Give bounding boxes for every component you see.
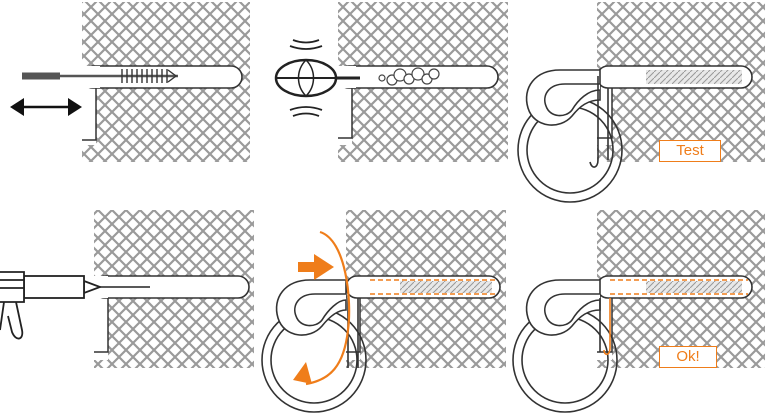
insert-arrow-icon bbox=[298, 254, 334, 280]
panel-blow-out bbox=[276, 2, 508, 162]
threaded-rod bbox=[646, 70, 742, 84]
wall-edge bbox=[82, 88, 96, 145]
panel-brush-clean bbox=[10, 2, 250, 162]
ok-label: Ok! bbox=[659, 346, 717, 368]
threaded-rod bbox=[646, 281, 742, 293]
panel-test bbox=[518, 2, 765, 202]
test-label: Test bbox=[659, 140, 721, 162]
panel-inject bbox=[0, 210, 254, 368]
double-arrow-icon bbox=[10, 98, 82, 116]
panel-insert bbox=[262, 210, 506, 412]
panel-done bbox=[513, 210, 765, 412]
threaded-rod bbox=[400, 281, 492, 293]
